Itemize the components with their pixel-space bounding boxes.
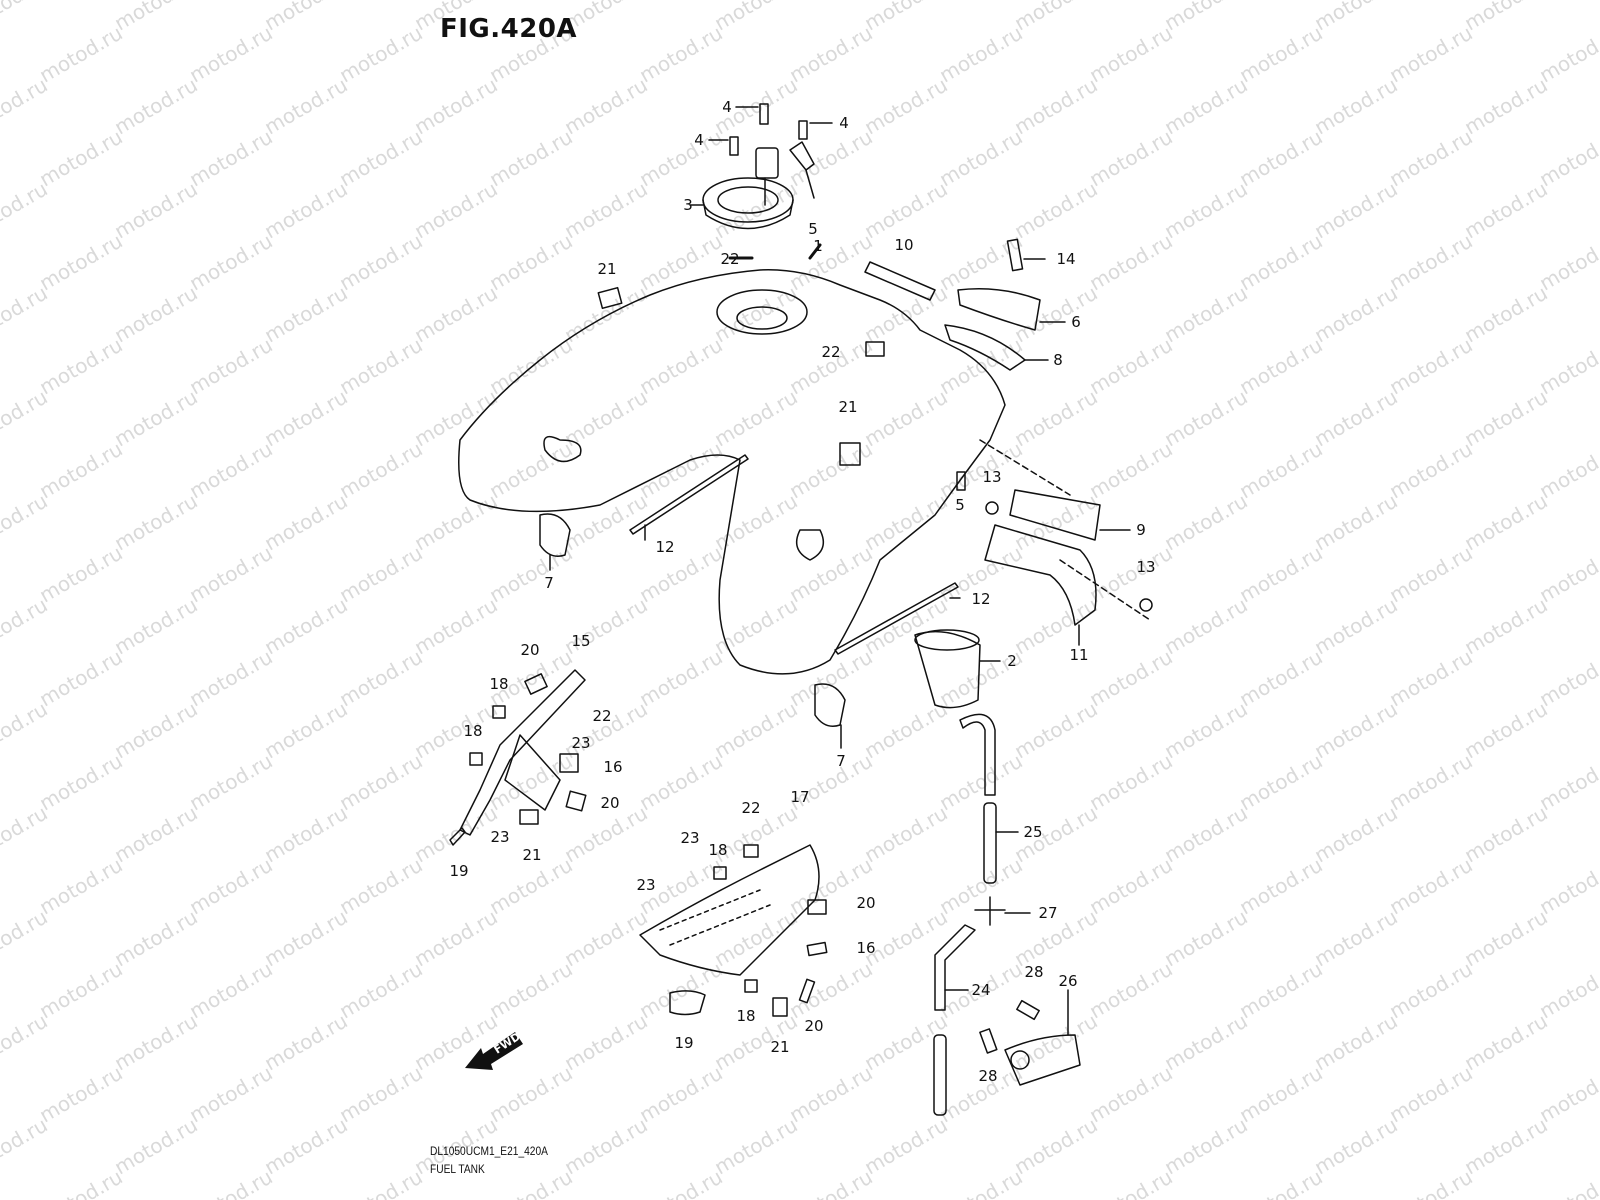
forward-direction-arrow: FWD [463,1028,527,1076]
fuel-cap-assembly [702,141,815,230]
callout-part-3: 3 [683,196,693,214]
callout-part-20: 20 [600,794,620,812]
callout-part-7: 7 [544,574,554,592]
callout-part-4: 4 [722,98,732,116]
callout-part-1: 1 [813,237,823,255]
callout-part-21: 21 [770,1038,790,1056]
hoses [933,713,1031,1116]
callout-part-12: 12 [971,590,991,608]
callout-part-21: 21 [522,846,542,864]
callout-part-13: 13 [1136,558,1156,576]
callout-part-5: 5 [808,220,818,238]
callout-part-17: 17 [790,788,810,806]
callout-part-13: 13 [982,468,1002,486]
callout-part-28: 28 [978,1067,998,1085]
callout-part-4: 4 [839,114,849,132]
callout-part-20: 20 [804,1017,824,1035]
callout-part-20: 20 [856,894,876,912]
callout-part-2: 2 [1007,652,1017,670]
callout-part-5: 5 [955,496,965,514]
callout-part-15: 15 [571,632,591,650]
fuel-tank-body [458,269,1006,675]
callout-part-21: 21 [597,260,617,278]
fwd-arrow-icon: FWD [465,1030,523,1070]
figure-caption: FUEL TANK [430,1162,485,1176]
side-pads [539,513,846,749]
rubber-strips [629,454,961,655]
callout-part-16: 16 [856,939,876,957]
callout-part-9: 9 [1136,521,1146,539]
callout-part-27: 27 [1038,904,1058,922]
callout-part-22: 22 [720,250,740,268]
callout-part-18: 18 [708,841,728,859]
labels-small [597,243,966,491]
callout-part-22: 22 [592,707,612,725]
callout-part-12: 12 [655,538,675,556]
cap-bolts [689,103,833,206]
callout-part-23: 23 [636,876,656,894]
callout-part-23: 23 [490,828,510,846]
left-cover-assembly [449,669,587,846]
callout-part-24: 24 [971,981,991,999]
callout-part-20: 20 [520,641,540,659]
callout-part-23: 23 [571,734,591,752]
callout-part-19: 19 [674,1034,694,1052]
callout-part-8: 8 [1053,351,1063,369]
callout-part-4: 4 [694,131,704,149]
callout-part-6: 6 [1071,313,1081,331]
callout-part-21: 21 [838,398,858,416]
callout-part-18: 18 [463,722,483,740]
callout-part-7: 7 [836,752,846,770]
figure-footer: DL1050UCM1_E21_420A FUEL TANK [430,1142,548,1178]
callout-part-23: 23 [680,829,700,847]
clamp-and-bolts [979,989,1081,1086]
side-bracket [979,439,1153,646]
callout-part-22: 22 [741,799,761,817]
callout-part-10: 10 [894,236,914,254]
callout-part-18: 18 [736,1007,756,1025]
callout-part-14: 14 [1056,250,1076,268]
bottom-cover-assembly [639,844,828,1017]
callout-part-22: 22 [821,343,841,361]
callout-part-26: 26 [1058,972,1078,990]
callout-part-19: 19 [449,862,469,880]
callout-part-16: 16 [603,758,623,776]
callout-part-28: 28 [1024,963,1044,981]
model-code: DL1050UCM1_E21_420A [430,1144,548,1158]
callout-part-18: 18 [489,675,509,693]
figure-title: FIG.420A [440,14,578,44]
fuel-filter [914,629,1001,709]
callout-part-11: 11 [1069,646,1089,664]
callout-part-25: 25 [1023,823,1043,841]
top-brackets [864,238,1066,371]
